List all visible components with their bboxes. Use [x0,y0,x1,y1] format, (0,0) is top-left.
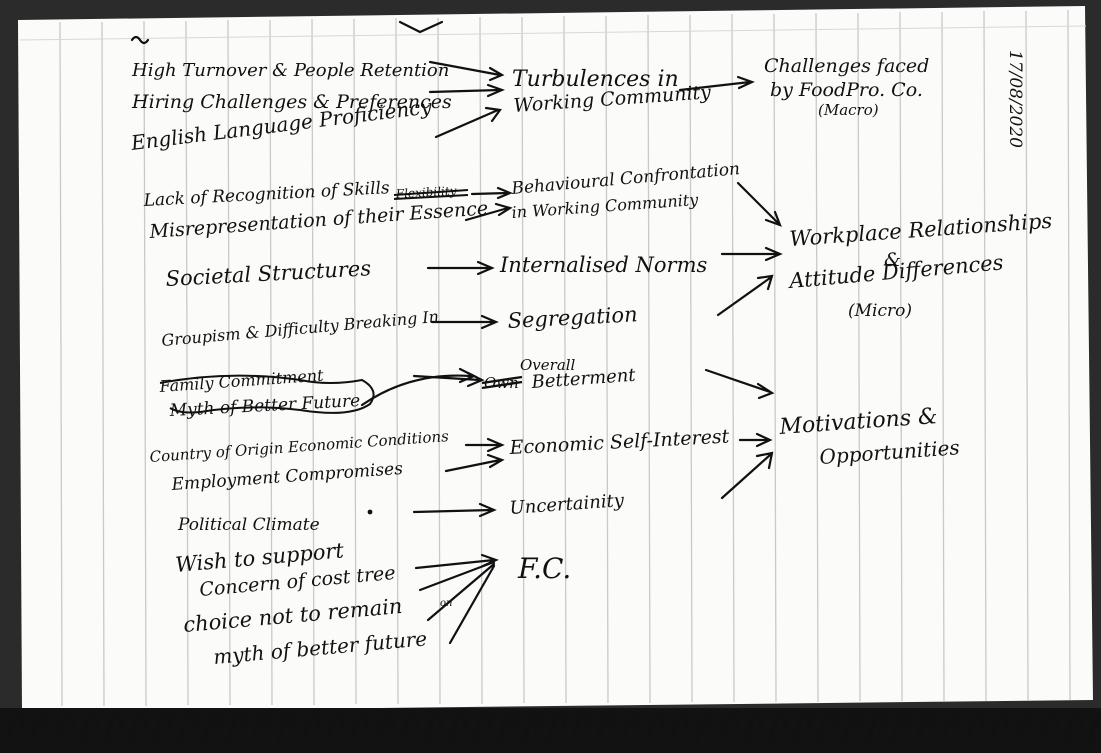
spiral-coil [349,712,371,743]
spiral-coil [153,712,174,743]
middle-fc: F.C. [517,552,571,585]
input-political-climate: Political Climate [177,515,320,535]
outcome-workplace-line4: (Micro) [848,301,912,321]
page-date: 17/08/2020 [1005,50,1025,148]
spiral-coil [79,712,100,743]
spiral-coil [866,712,888,743]
spiral-coil [645,712,666,743]
outcome-workplace-line2: & [884,249,901,271]
spiral-coil [1038,712,1060,743]
spiral-coil [177,712,199,743]
spiral-coil [54,712,76,743]
spiral-coil [202,712,223,743]
spiral-coil [472,712,494,743]
spiral-coil [226,712,248,743]
spiral-coil [694,712,715,743]
input-note-on: on [440,598,452,609]
spiral-coil [891,712,912,743]
spiral-coil [448,712,469,743]
outcome-challenges-line3: (Macro) [818,101,879,119]
spiral-coil [300,712,322,743]
spiral-coil [1014,712,1035,743]
spiral-coil [989,712,1011,743]
spiral-coil [718,712,740,743]
spiral-coil [669,712,691,743]
spiral-coil [497,712,519,743]
spiral-coil [768,712,789,743]
spiral-coil [103,712,125,743]
scribble-mark [159,374,375,414]
spiral-coil [325,712,346,743]
spiral-coil [546,712,568,743]
spiral-coil [792,712,814,743]
spiral-coil [571,712,592,743]
ink-dot [367,509,373,515]
spiral-coil [276,712,297,743]
spiral-coil [817,712,838,743]
spiral-coil [620,712,642,743]
spiral-coil [251,712,273,743]
spiral-coil [595,712,617,743]
ruled-lines [59,9,1071,707]
middle-overall: Overall [520,356,576,374]
spiral-coil [1063,712,1084,743]
outcome-challenges-line1: Challenges faced [764,55,929,77]
outcome-challenges-line2: by FoodPro. Co. [770,79,923,101]
spiral-binding [5,712,1101,743]
spiral-coil [1087,712,1101,743]
spiral-coil [5,712,27,743]
spiral-coil [743,712,765,743]
middle-internalised-norms: Internalised Norms [499,253,707,277]
spiral-coil [423,712,445,743]
spiral-coil [30,712,51,743]
spiral-coil [399,712,420,743]
spiral-coil [522,712,543,743]
spiral-coil [841,712,863,743]
input-high-turnover: High Turnover & People Retention [131,60,449,81]
spiral-coil [964,712,986,743]
spiral-coil [940,712,961,743]
flow-arrows [130,20,783,645]
spiral-coil [915,712,937,743]
input-hiring-challenges: Hiring Challenges & Preferences [131,91,452,113]
spiral-coil [374,712,396,743]
spiral-coil [128,712,150,743]
middle-turbulences-line1: Turbulences in [512,67,679,92]
